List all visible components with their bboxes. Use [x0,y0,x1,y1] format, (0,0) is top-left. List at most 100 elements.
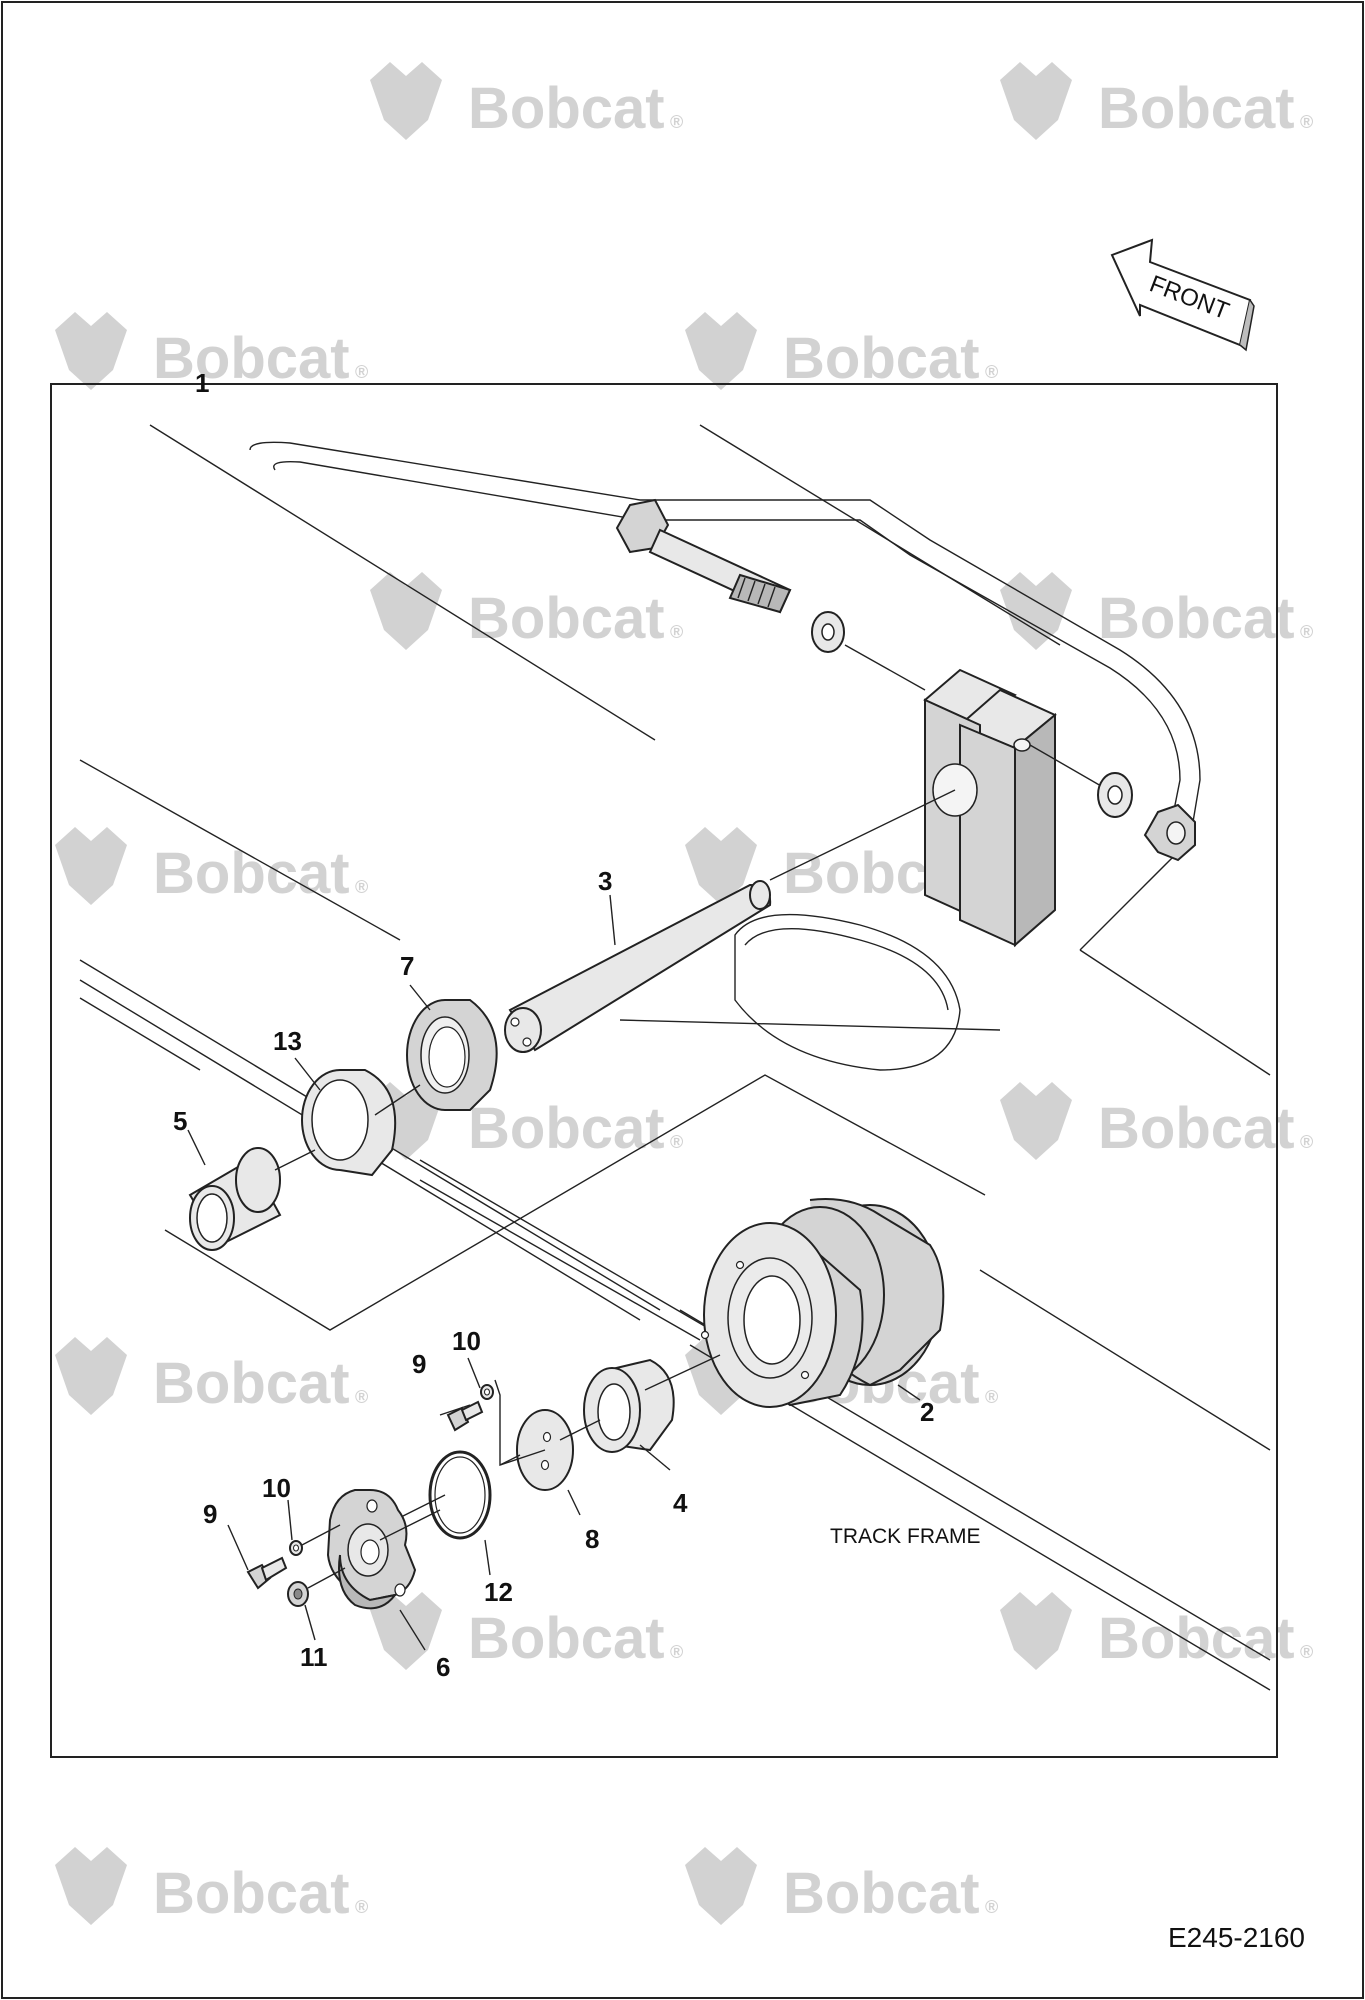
callout-3: 3 [598,866,612,896]
watermark-registered: ® [985,1387,998,1407]
watermark: Bobcat ® [1000,62,1313,141]
watermark-text: Bobcat [468,1096,665,1161]
pivot-nut [1143,803,1196,862]
pivot-bolt [615,498,792,614]
track-frame-label: TRACK FRAME [830,1525,981,1548]
callout-9-upper: 9 [412,1349,426,1379]
pivot-bracket [923,668,1057,948]
floating-seal [406,999,498,1111]
small-bolt-lower [246,1556,288,1590]
watermark-text: Bobcat [153,326,350,391]
watermark-text: Bobcat [783,326,980,391]
watermark-registered: ® [985,362,998,382]
bobcat-logo-mark [55,827,127,905]
bobcat-logo-mark [55,1337,127,1415]
leader-line [1029,744,1109,791]
leader-line [394,1494,446,1521]
assembly-frame [50,383,1278,1758]
watermark: Bobcat ® [1000,572,1313,651]
bobcat-logo-mark [685,1847,757,1925]
callout-6: 6 [436,1652,450,1682]
leader-line [559,1419,601,1441]
watermark: Bobcat ® [55,827,368,906]
watermark: Bobcat ® [1000,1592,1313,1671]
callout-10-upper: 10 [452,1326,481,1356]
watermark-registered: ® [1300,622,1313,642]
watermark: Bobcat ® [370,1592,683,1671]
callout-1: 1 [195,368,209,398]
bobcat-logo-mark [1000,572,1072,650]
leader-line [494,1379,546,1466]
watermark-text: Bobcat [468,76,665,141]
small-washer-upper [480,1384,494,1400]
watermark: Bobcat ® [55,312,368,391]
leader-line [274,1149,316,1171]
callout-13: 13 [273,1026,302,1056]
watermark: Bobcat ® [55,1847,368,1926]
callout-9-lower: 9 [203,1499,217,1529]
callout-5: 5 [173,1106,187,1136]
collar [301,1069,397,1177]
callout-4: 4 [673,1488,688,1518]
watermark-text: Bobcat [153,1351,350,1416]
roller-collar [583,1358,675,1453]
watermark-text: Bobcat [1098,1096,1295,1161]
callout-10-lower: 10 [262,1473,291,1503]
track-roller [700,1198,945,1408]
bobcat-logo-mark [55,1847,127,1925]
watermark: Bobcat ® [55,1337,368,1416]
watermark-registered: ® [1300,1132,1313,1152]
callout-8: 8 [585,1524,599,1554]
leader-line [379,1509,441,1541]
leader-line [844,644,926,691]
document-id: E245-2160 [1168,1922,1305,1953]
retainer-plate [326,1489,417,1610]
watermark-text: Bobcat [1098,586,1295,651]
grease-fitting [287,1581,309,1607]
front-direction-arrow: FRONT [1110,238,1255,352]
leader-line [307,1567,346,1589]
callout-labels: 1 2 3 4 5 6 7 8 9 9 10 10 11 12 13 [173,368,934,1682]
watermark-registered: ® [355,877,368,897]
watermark: Bobcat ® [1000,1082,1313,1161]
watermark: Bobcat ® [370,572,683,651]
watermark: Bobcat ® [685,312,998,391]
leader-line [644,1354,721,1391]
watermark-registered: ® [355,362,368,382]
watermark-registered: ® [985,1897,998,1917]
callout-7: 7 [400,951,414,981]
bobcat-logo-mark [685,312,757,390]
watermark-registered: ® [355,1387,368,1407]
callout-leaders [161,383,921,1651]
callout-2: 2 [920,1397,934,1427]
watermark-registered: ® [670,622,683,642]
watermark-registered: ® [355,1897,368,1917]
group-bracket-line [164,1074,986,1331]
leader-line [374,1084,421,1116]
watermark-registered: ® [1300,1642,1313,1662]
watermark-text: Bobcat [783,1861,980,1926]
watermark-text: Bobcat [153,841,350,906]
bobcat-logo-mark [370,1592,442,1670]
callout-12: 12 [484,1577,513,1607]
callout-11: 11 [300,1642,328,1672]
bushing [188,1147,282,1251]
watermark-grid: Bobcat ® Bobcat ® Bobcat ® Bobcat ® Bobc… [55,62,1313,1926]
watermark-registered: ® [1300,112,1313,132]
bobcat-logo-mark [55,312,127,390]
watermark-text: Bobcat [468,586,665,651]
watermark-registered: ® [670,1132,683,1152]
bobcat-logo-mark [1000,1082,1072,1160]
watermark-registered: ® [670,1642,683,1662]
watermark-text: Bobcat [1098,76,1295,141]
bobcat-logo-mark [1000,62,1072,140]
bobcat-logo-mark [685,827,757,905]
roller-shaft [504,789,956,1053]
watermark: Bobcat ® [685,1847,998,1926]
leader-line [301,1524,341,1546]
pivot-washer [1097,772,1133,818]
pivot-washer [811,611,845,653]
o-ring [428,1450,492,1540]
watermark-text: Bobcat [468,1606,665,1671]
